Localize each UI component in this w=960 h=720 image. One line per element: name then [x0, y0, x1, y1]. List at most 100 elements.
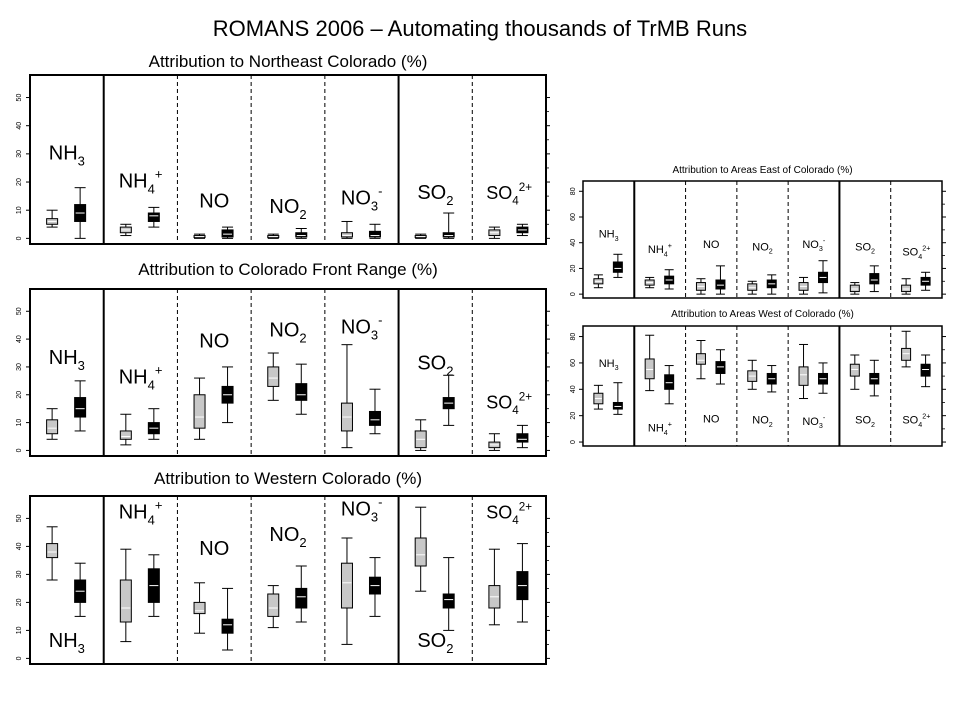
species-label-no3: NO3-	[802, 237, 825, 253]
box-dark	[74, 562, 87, 617]
box-dark	[295, 565, 308, 623]
species-label-main: NO	[199, 190, 229, 212]
box-light	[593, 274, 604, 289]
box-dark	[612, 253, 623, 278]
species-label-subscript: 4	[148, 512, 155, 527]
species-label-main: NO	[802, 416, 819, 428]
box-dark	[766, 365, 777, 393]
species-label-main: NO	[341, 317, 371, 339]
species-group-nh4: NH4+	[119, 497, 163, 643]
species-label-no2: NO2	[752, 415, 773, 429]
species-label-no: NO	[703, 239, 720, 251]
species-label-no2: NO2	[269, 524, 306, 550]
species-label-subscript: 2	[446, 641, 453, 656]
species-group-so42: SO42+	[486, 391, 532, 451]
species-label-superscript: -	[378, 495, 382, 510]
species-label-so42: SO42+	[486, 181, 532, 208]
species-group-so42: SO42+	[486, 500, 532, 626]
panel-frame	[29, 288, 547, 457]
species-label-so2: SO2	[855, 415, 875, 429]
box-light	[340, 344, 353, 449]
y-tick-label: 60	[570, 213, 577, 221]
box-light	[414, 506, 427, 592]
box-light	[119, 223, 132, 237]
panel-title: Attribution to Areas West of Colorado (%…	[671, 309, 854, 320]
box-iqr	[147, 212, 160, 222]
y-tick-label: 80	[570, 333, 577, 341]
box-iqr	[715, 361, 726, 374]
panel-wc: Attribution to Western Colorado (%)01020…	[16, 469, 550, 665]
species-label-superscript: +	[668, 421, 672, 429]
species-group-nh4: NH4+	[119, 363, 162, 446]
box-iqr	[869, 273, 880, 285]
box-dark	[664, 365, 675, 405]
y-tick-label: 30	[16, 570, 23, 578]
species-group-no: NO	[695, 239, 726, 295]
box-dark	[818, 362, 829, 394]
box-light	[747, 280, 758, 295]
y-tick-label: 0	[570, 440, 577, 444]
species-label-main: NO	[802, 239, 819, 251]
box-iqr	[340, 232, 353, 238]
box-dark	[920, 271, 931, 291]
species-group-no3: NO3-	[341, 495, 383, 645]
box-iqr	[119, 430, 132, 440]
box-light	[488, 226, 501, 239]
species-label-so2: SO2	[855, 241, 875, 255]
species-label-main: NO	[269, 196, 299, 218]
species-label-subscript: 3	[371, 199, 378, 214]
box-light	[193, 233, 206, 239]
panel-frame	[582, 180, 943, 299]
species-label-main: NH	[599, 358, 615, 370]
box-light	[901, 330, 912, 368]
box-dark	[612, 382, 623, 415]
box-light	[695, 340, 706, 380]
species-label-so2: SO2	[417, 630, 453, 656]
box-light	[267, 233, 280, 239]
box-iqr	[221, 229, 234, 238]
species-label-subscript: 3	[78, 641, 85, 656]
species-group-so42: SO42+	[901, 245, 931, 295]
box-dark	[664, 269, 675, 290]
species-label-superscript: +	[155, 497, 163, 512]
species-label-subscript: 4	[918, 253, 922, 261]
species-group-no: NO	[193, 538, 234, 651]
box-light	[488, 433, 501, 451]
box-iqr	[901, 347, 912, 361]
species-group-so2: SO2	[414, 353, 455, 451]
species-label-subscript: 3	[819, 245, 823, 253]
species-label-main: NH	[119, 501, 148, 523]
species-label-main: NO	[341, 188, 371, 210]
species-label-no2: NO2	[752, 241, 773, 255]
box-iqr	[664, 374, 675, 390]
species-label-main: SO	[855, 241, 871, 253]
species-label-so42: SO42+	[902, 245, 930, 261]
y-tick-label: 10	[16, 206, 23, 214]
box-light	[849, 282, 860, 295]
species-label-so42: SO42+	[486, 500, 532, 527]
box-light	[414, 419, 427, 451]
species-label-main: SO	[855, 415, 871, 427]
box-light	[798, 343, 809, 400]
panel-title: Attribution to Colorado Front Range (%)	[138, 260, 438, 279]
species-label-superscript: 2+	[519, 391, 533, 404]
species-label-subscript: 2	[769, 421, 773, 429]
species-label-main: SO	[417, 630, 446, 652]
y-tick-label: 40	[570, 239, 577, 247]
y-tick-label: 80	[570, 187, 577, 195]
y-tick-label: 0	[16, 236, 23, 240]
species-label-subscript: 2	[299, 535, 306, 550]
box-light	[747, 359, 758, 390]
box-light	[644, 276, 655, 289]
species-label-nh3: NH3	[599, 358, 619, 372]
box-light	[119, 548, 132, 643]
box-iqr	[295, 232, 308, 238]
species-group-so42: SO42+	[486, 181, 532, 239]
species-label-main: NO	[199, 538, 229, 560]
species-group-no3: NO3-	[341, 184, 383, 239]
box-dark	[295, 363, 308, 415]
box-dark	[442, 374, 455, 426]
box-light	[267, 585, 280, 629]
species-label-main: SO	[417, 353, 446, 375]
species-label-main: NH	[648, 244, 664, 256]
